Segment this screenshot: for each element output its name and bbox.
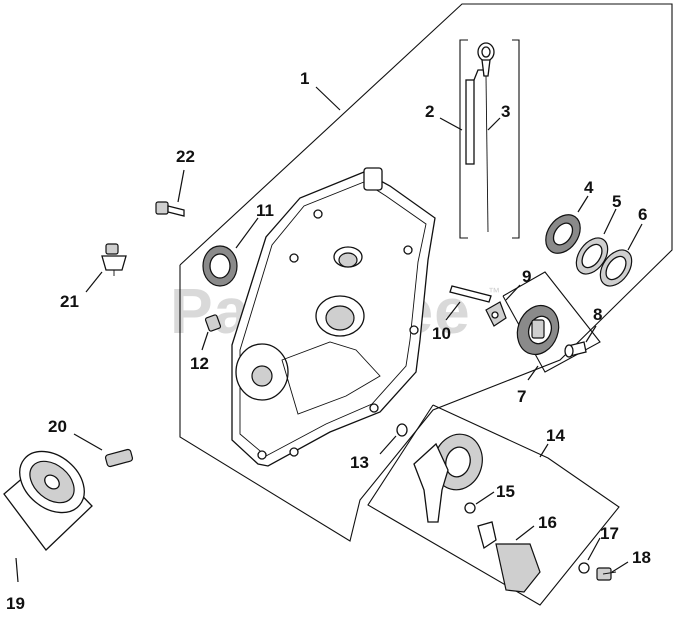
callout-16: 16 [538, 513, 557, 532]
o-ring-13 [396, 423, 408, 437]
fitting-20 [104, 448, 134, 468]
oil-pump-group-frame [367, 404, 620, 606]
callout-7: 7 [517, 387, 526, 406]
callout-8: 8 [593, 305, 602, 324]
bolt-22 [155, 201, 185, 217]
dipstick-group-frame [459, 39, 468, 239]
callout-20: 20 [48, 417, 67, 436]
callout-4: 4 [584, 178, 594, 197]
washer-15 [464, 502, 476, 514]
sensor-21 [101, 243, 127, 276]
bolt-18 [596, 567, 617, 581]
washer-6 [599, 249, 633, 287]
callout-17: 17 [600, 524, 619, 543]
oil-seal-11 [202, 245, 238, 287]
dipstick [477, 42, 495, 233]
dipstick-group-frame-right [512, 39, 520, 239]
callout-5: 5 [612, 192, 621, 211]
gear-7 [516, 304, 560, 356]
oil-filter-19 [3, 450, 93, 551]
callout-14: 14 [546, 426, 565, 445]
callout-13: 13 [350, 453, 369, 472]
leader-lines [15, 86, 643, 583]
callout-2: 2 [425, 102, 434, 121]
callout-18: 18 [632, 548, 651, 567]
callout-19: 19 [6, 594, 25, 613]
washer-5 [575, 237, 609, 275]
washer-17 [578, 562, 590, 574]
callout-9: 9 [522, 267, 531, 286]
dipstick-tube [465, 69, 485, 165]
pin-8 [564, 341, 587, 358]
callout-6: 6 [638, 205, 647, 224]
callout-15: 15 [496, 482, 515, 501]
callout-3: 3 [501, 102, 510, 121]
assembly-frame-1 [179, 3, 673, 542]
pickup-16 [477, 521, 541, 593]
crankcase-cover [231, 167, 436, 467]
retainer-9 [485, 301, 507, 327]
oil-pump-14 [413, 433, 483, 523]
callout-12: 12 [190, 354, 209, 373]
plug-12 [204, 314, 222, 332]
callout-10: 10 [432, 324, 451, 343]
shaft-10 [449, 285, 492, 303]
callout-1: 1 [300, 69, 309, 88]
callout-11: 11 [256, 201, 274, 220]
callout-22: 22 [176, 147, 195, 166]
callout-21: 21 [60, 292, 79, 311]
bearing-4 [545, 214, 581, 254]
